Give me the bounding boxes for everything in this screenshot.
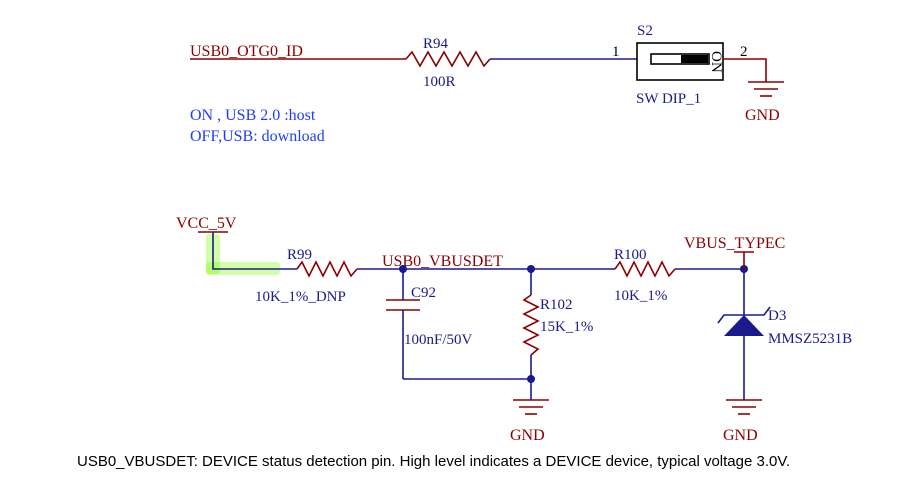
d3-designator: D3	[768, 308, 786, 324]
gnd-label-d3: GND	[723, 427, 758, 444]
s2-on-text: ON	[708, 51, 724, 73]
resistor-r102	[522, 294, 540, 356]
s2-pin1: 1	[612, 44, 620, 60]
resistor-r99	[296, 260, 358, 278]
r102-value: 15K_1%	[540, 319, 593, 335]
net-label-vbusdet: USB0_VBUSDET	[382, 253, 503, 270]
d3-value: MMSZ5231B	[768, 331, 852, 347]
r99-designator: R99	[287, 247, 312, 263]
wire-s2-gnd	[723, 58, 767, 82]
s2-value: SW DIP_1	[636, 91, 701, 107]
r94-value: 100R	[423, 74, 456, 90]
gnd-label-mid: GND	[510, 427, 545, 444]
r102-designator: R102	[540, 297, 573, 313]
ground-symbol-mid	[513, 399, 549, 415]
net-label-otg-id: USB0_OTG0_ID	[190, 43, 303, 60]
caption-text: USB0_VBUSDET: DEVICE status detection pi…	[77, 453, 790, 470]
s2-designator: S2	[637, 23, 653, 39]
r100-designator: R100	[614, 247, 647, 263]
dip-switch-s2-slot	[650, 53, 710, 65]
c92-designator: C92	[411, 285, 436, 301]
ground-symbol-s2	[748, 81, 784, 97]
dip-switch-s2-knob	[681, 55, 708, 63]
r99-value: 10K_1%_DNP	[255, 289, 346, 305]
resistor-r100	[614, 260, 676, 278]
c92-value: 100nF/50V	[404, 332, 473, 348]
zener-diode-d3-cathode	[717, 306, 771, 324]
note-off-line: OFF,USB: download	[190, 128, 325, 145]
ground-symbol-d3	[726, 399, 762, 415]
gnd-label-s2: GND	[745, 107, 780, 124]
s2-pin2: 2	[740, 44, 748, 60]
zener-diode-d3	[724, 315, 764, 336]
dip-switch-s2-body	[636, 42, 724, 81]
r94-designator: R94	[423, 36, 449, 52]
net-label-vcc: VCC_5V	[176, 215, 237, 232]
net-label-vbus-typec: VBUS_TYPEC	[684, 235, 785, 252]
wire-vcc-r99	[212, 232, 297, 270]
r100-value: 10K_1%	[614, 288, 667, 304]
resistor-r94	[405, 50, 491, 68]
note-on-line: ON , USB 2.0 :host	[190, 107, 316, 124]
